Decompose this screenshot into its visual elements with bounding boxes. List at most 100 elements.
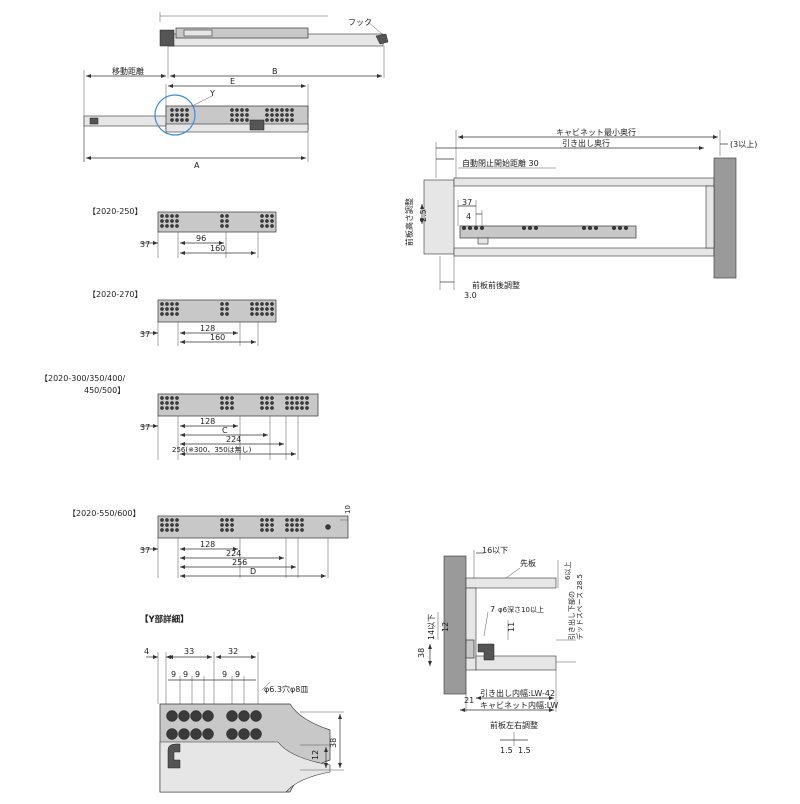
mounting-hole [250,307,254,311]
mounting-hole [235,118,239,122]
travel-label: 移動距離 [112,66,144,76]
hook-icon [375,33,389,45]
mounting-hole [295,401,299,405]
model-550-view: 【2020-550/600】 10 37 128 224 256 D [68,505,352,578]
mounting-hole [265,108,269,112]
model-550-d256: 256 [232,558,247,567]
mounting-hole [300,401,304,405]
mounting-hole [202,728,214,740]
mounting-hole [165,396,169,400]
mounting-hole [594,225,599,230]
mounting-hole [270,523,274,527]
mounting-hole [170,118,174,122]
mounting-hole [270,214,274,218]
mounting-hole [180,113,184,117]
dim-row-travel: 移動距離 B [86,66,382,78]
mounting-hole [285,401,289,405]
mounting-hole [290,518,294,522]
mounting-hole [225,214,229,218]
mounting-hole [275,118,279,122]
mounting-hole [160,523,164,527]
mounting-hole [474,225,479,230]
three-plus-label: (3以上) [730,140,757,149]
mounting-hole [160,401,164,405]
mounting-hole [165,312,169,316]
mounting-hole [300,528,304,532]
model-550-d10: 10 [344,505,352,514]
auto-close-label: 自動閉止開始距離 30 [462,158,539,168]
mounting-hole [270,528,274,532]
mounting-hole [260,401,264,405]
mounting-hole [175,523,179,527]
mounting-hole [225,302,229,306]
mounting-hole [280,118,284,122]
mounting-hole [260,406,264,410]
mounting-hole [260,307,264,311]
cabinet-front-section: 16以下 先板 6以上 14以下 12 7 φ6深さ10以上 11 38 引き出… [417,546,584,755]
mounting-hole [534,225,539,230]
model-300-d256: 256(※300、350は無し) [172,445,252,454]
detail-y-9e: 9 [235,670,240,679]
mounting-hole [270,108,274,112]
dim-b: B [272,67,278,76]
mounting-hole [230,406,234,410]
mounting-hole [170,528,174,532]
dim-a: A [194,161,200,170]
front-d14: 14以下 [427,614,436,640]
mounting-hole [280,113,284,117]
mounting-hole [230,523,234,527]
mounting-hole [220,401,224,405]
mounting-hole [240,118,244,122]
model-270-d37: 37 [140,330,150,339]
hook-slot-icon [167,743,181,769]
front-d6: 6以上 [563,562,572,580]
model-270-d160: 160 [210,333,225,342]
mounting-hole [225,224,229,228]
mounting-hole [225,406,229,410]
mounting-hole [250,302,254,306]
dim-e: E [230,77,235,86]
mounting-hole [295,523,299,527]
mounting-hole [230,118,234,122]
front-d15b: 1.5 [518,746,531,755]
mounting-hole [220,224,224,228]
mounting-hole [160,406,164,410]
mounting-hole [265,307,269,311]
mounting-hole [270,518,274,522]
mounting-hole [175,528,179,532]
mounting-hole [245,108,249,112]
front-d16: 16以下 [482,546,508,555]
mounting-hole [165,214,169,218]
mounting-hole [178,728,190,740]
mounting-hole [250,710,262,722]
detail-y-9b: 9 [183,670,188,679]
mounting-hole [300,396,304,400]
model-550-title: 【2020-550/600】 [68,509,140,518]
detail-y-d33: 33 [184,647,194,656]
mounting-hole [624,225,629,230]
mounting-hole [190,710,202,722]
mounting-hole [165,219,169,223]
mounting-hole [255,312,259,316]
mounting-hole [265,523,269,527]
mounting-hole [260,396,264,400]
mounting-hole [285,523,289,527]
side-d4: 4 [466,212,471,221]
cab-depth-label: キャビネット最小奥行 [556,127,636,137]
mounting-hole [265,528,269,532]
mounting-hole [265,224,269,228]
mounting-hole [170,224,174,228]
height-adj-label: 前板高さ調整 [404,198,414,246]
detail-y-d4: 4 [144,647,149,656]
cab-lw-label: キャビネット内幅:LW [480,700,558,710]
mounting-hole [528,225,533,230]
top-slide-view: フック [83,12,389,162]
slide-profile-icon [477,643,495,661]
model-270-title: 【2020-270】 [88,290,143,299]
mounting-hole [226,728,238,740]
mounting-hole [462,225,467,230]
mounting-hole [265,312,269,316]
mounting-hole [165,307,169,311]
